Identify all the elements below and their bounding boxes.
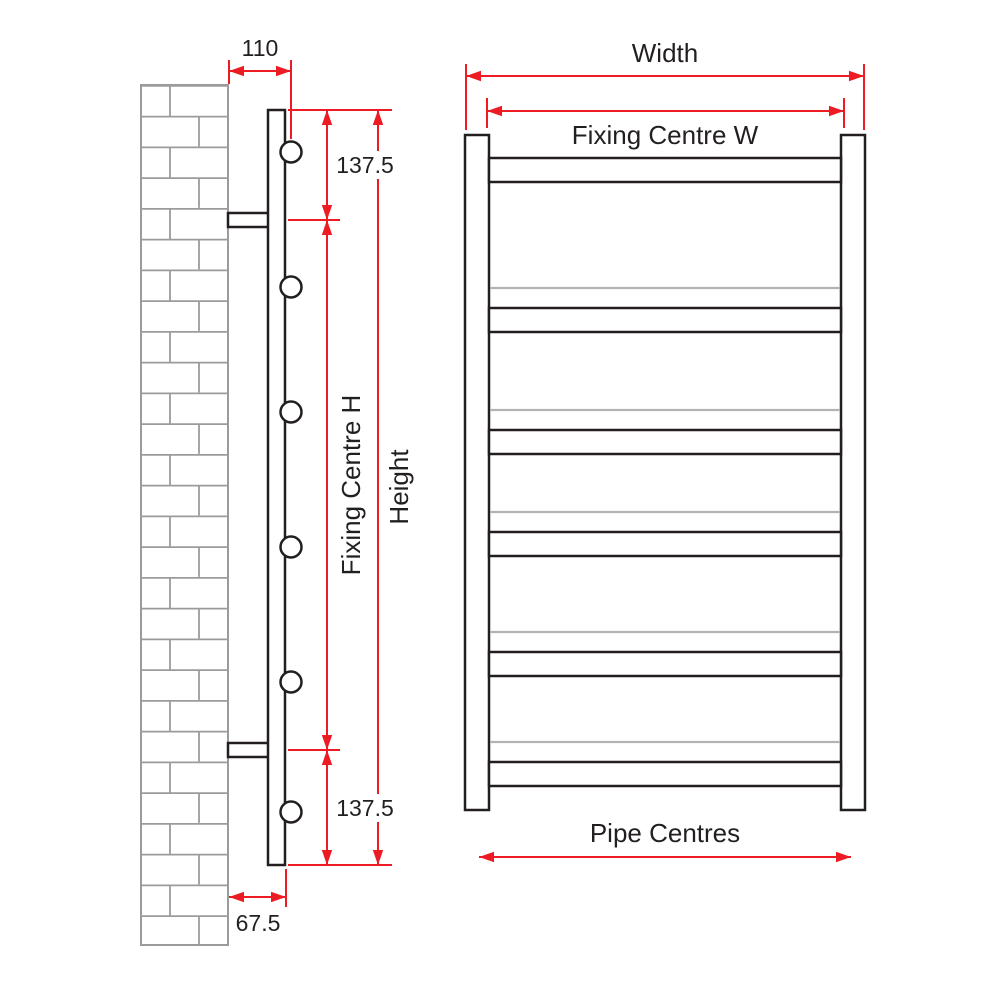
width-label: Width [632,38,698,68]
dim-pipe-wall-offset: 67.5 [229,869,287,936]
brick-wall-outline [140,84,229,946]
rung [487,428,843,456]
wall-bracket-bottom [226,741,271,759]
radiator-side-profile [266,108,287,867]
dim-fixing-bottom: 137.5 [321,750,397,865]
fixing-bottom-value: 137.5 [336,795,394,821]
right-post [839,133,867,812]
rung [487,306,843,334]
dimension-extension-lines [288,109,392,866]
dim-wall-offset: 110 [228,35,292,139]
dim-height: Height [372,110,414,865]
height-dimension-label: Height [384,449,414,525]
dim-fixing-top: 137.5 [321,110,397,220]
dim-fixing-centre-w: Fixing Centre W [486,98,845,150]
fixing-top-value: 137.5 [336,152,394,178]
wall-offset-value: 110 [242,35,279,61]
pipe-centres-label: Pipe Centres [590,818,740,848]
dim-fixing-centre-h: Fixing Centre H [321,220,366,750]
rung-cross-section [279,275,303,299]
rung-cross-section [279,140,303,164]
rung-cross-section [279,400,303,424]
fixing-centre-w-label: Fixing Centre W [572,120,759,150]
rung [487,530,843,558]
rung [487,650,843,678]
pipe-wall-offset-value: 67.5 [236,910,281,936]
brick-wall [141,85,228,945]
rung-cross-section [279,800,303,824]
rung [487,156,843,184]
wall-bracket-top [226,211,271,229]
rung [487,760,843,788]
label-backing [333,151,397,179]
left-post [463,133,491,812]
front-view: Width Fixing Centre W Pipe Centres [463,38,867,863]
rung-cross-section [279,670,303,694]
fixing-centre-h-label: Fixing Centre H [336,395,366,576]
label-backing [333,794,397,822]
side-view: Height Fixing Centre H 137.5 137.5 110 [140,35,414,946]
dim-pipe-centres: Pipe Centres [479,818,851,863]
dim-width: Width [465,38,865,130]
rung-cross-section [279,535,303,559]
